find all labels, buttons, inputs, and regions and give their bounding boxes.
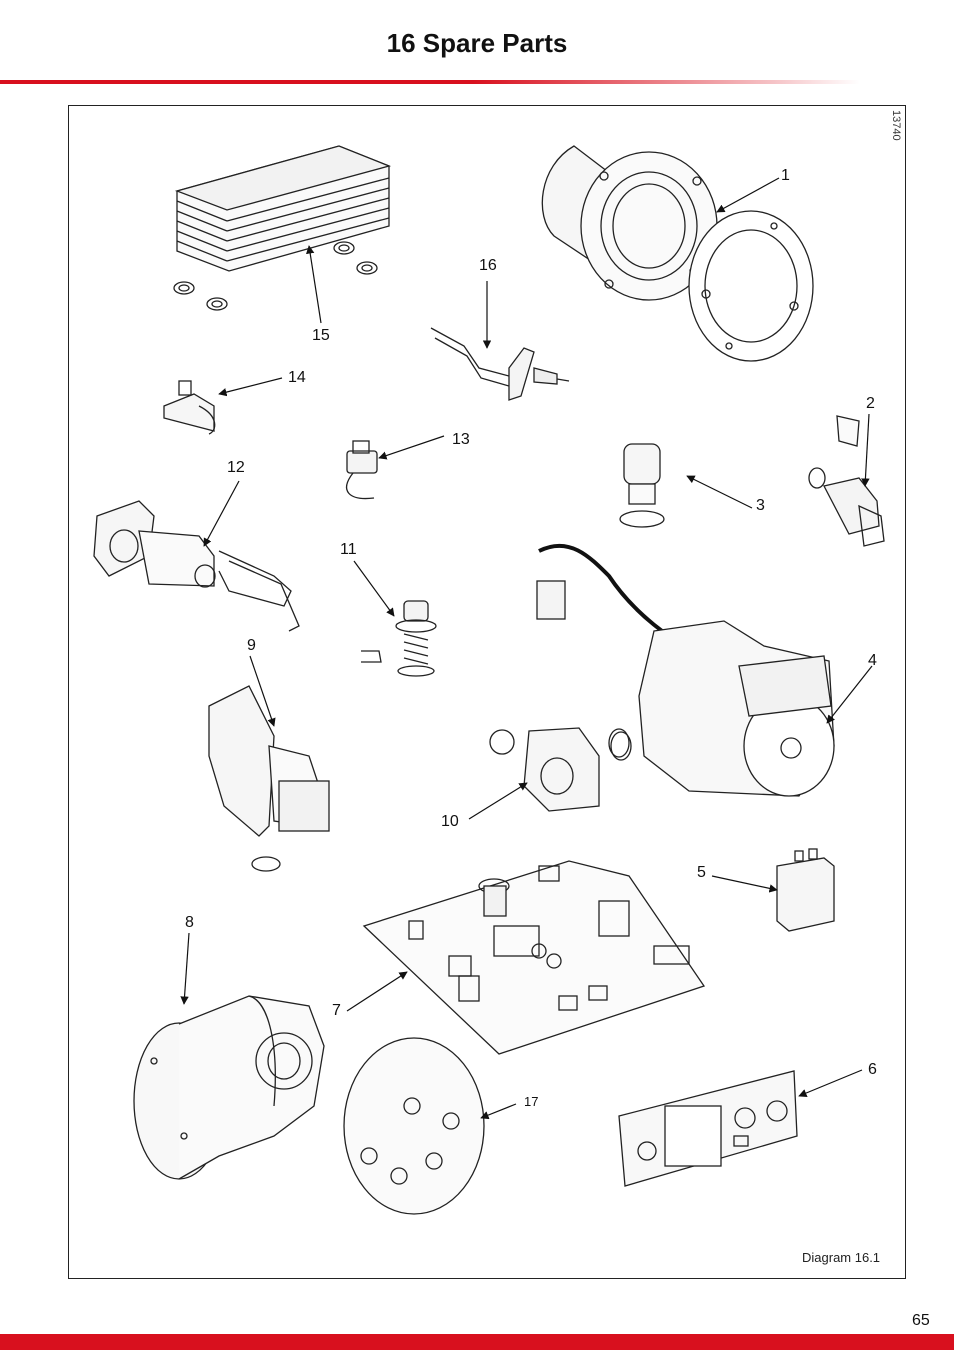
callout-8: 8 — [185, 914, 194, 931]
flow-sensor-part — [346, 440, 378, 500]
exploded-parts-drawing — [93, 145, 885, 1215]
diagram-frame: 1 2 3 4 5 6 7 8 9 10 11 12 13 14 15 16 1… — [68, 105, 906, 1279]
callout-14: 14 — [288, 369, 306, 386]
page-title: 16 Spare Parts — [386, 28, 568, 58]
pump-part — [536, 543, 835, 797]
fan-assembly-part — [133, 995, 325, 1180]
diverter-valve-block-part — [93, 500, 300, 632]
callout-6: 6 — [868, 1061, 877, 1078]
callout-12: 12 — [227, 459, 245, 476]
callout-5: 5 — [697, 864, 706, 881]
leader-lines — [180, 177, 873, 1120]
footer-bar — [0, 1334, 954, 1350]
diagram-caption: Diagram 16.1 — [802, 1250, 881, 1265]
callout-4: 4 — [868, 652, 877, 669]
sensor-clip-part — [163, 380, 216, 435]
electrode-part — [430, 327, 570, 401]
valve-cartridge-part — [361, 600, 437, 677]
callout-2: 2 — [866, 395, 875, 412]
relief-valve-part — [808, 415, 885, 547]
callout-13: 13 — [452, 431, 470, 448]
spark-generator-part — [776, 848, 835, 932]
callout-7: 7 — [332, 1002, 341, 1019]
auto-air-vent-part — [619, 443, 665, 528]
flow-cartridge-part — [489, 727, 632, 812]
callout-11: 11 — [340, 541, 357, 558]
drawing-code: 13740 — [890, 110, 902, 141]
callout-10: 10 — [441, 813, 459, 830]
header-rule — [0, 80, 860, 84]
callout-16: 16 — [479, 257, 497, 274]
callout-3: 3 — [756, 497, 765, 514]
main-pcb-part — [362, 860, 706, 1055]
callout-15: 15 — [312, 327, 330, 344]
control-panel-part — [618, 1070, 798, 1187]
callout-9: 9 — [247, 637, 256, 654]
gas-valve-part — [208, 685, 330, 872]
callout-1: 1 — [781, 167, 790, 184]
page-number: 65 — [912, 1312, 930, 1329]
callout-17: 17 — [524, 1094, 539, 1109]
burner-part — [541, 145, 814, 362]
heat-exchanger-part — [173, 145, 392, 311]
cover-plate-part — [343, 1037, 485, 1215]
